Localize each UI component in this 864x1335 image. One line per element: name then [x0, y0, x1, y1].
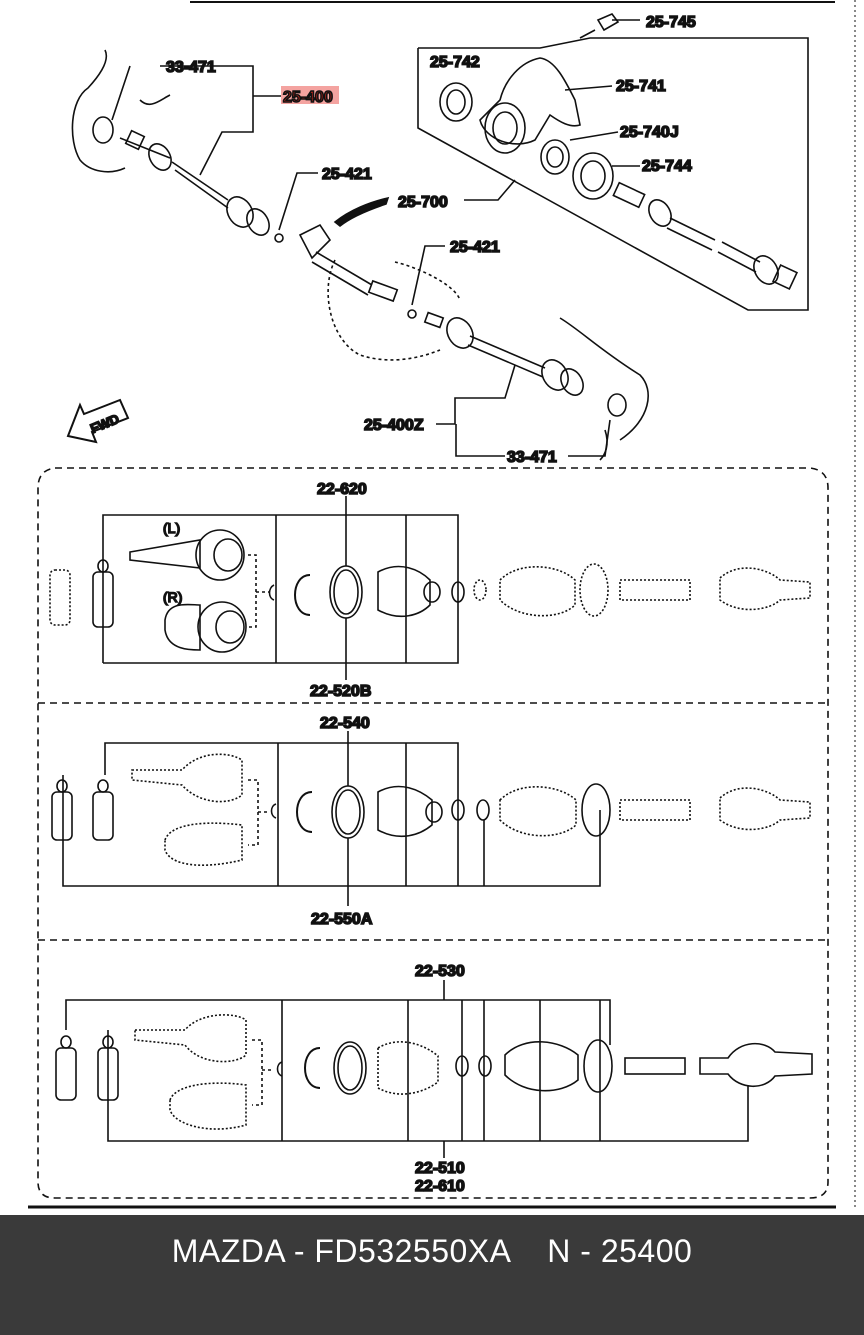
arrow-pointer: [333, 196, 390, 228]
detail-frame: [37, 467, 829, 1199]
fwd-label: FWD: [88, 411, 121, 436]
panel1-top-label: 22-620: [317, 481, 367, 498]
label-cap-seal: 25-742: [430, 54, 480, 71]
panel-3: [55, 980, 813, 1158]
clip-left-ring: [274, 233, 284, 243]
label-bracket: 25-741: [616, 78, 666, 95]
label-shaft-right: 25-400Z: [364, 417, 424, 434]
panel2-bottom-label: 22-550A: [311, 911, 373, 928]
panel1-right-side: (R): [163, 589, 182, 605]
label-dust-seal: 25-744: [642, 158, 692, 175]
footer-bar: MAZDA - FD532550XA N - 25400: [0, 1215, 864, 1335]
fwd-arrow: FWD: [66, 398, 130, 444]
panel3-top-label: 22-530: [415, 963, 465, 980]
panel1-left-side: (L): [163, 520, 180, 536]
center-joint: [298, 223, 461, 361]
label-bolt: 25-745: [646, 14, 696, 31]
footer-part-number: MAZDA - FD532550XA N - 25400: [171, 1233, 693, 1269]
panel-2: [51, 731, 811, 906]
panel2-top-label: 22-540: [320, 715, 370, 732]
left-hub: [71, 49, 171, 173]
panel-1: [49, 496, 811, 680]
parts-diagram: FWD: [28, 0, 856, 1210]
label-hub-seal-right: 33-471: [507, 449, 557, 466]
right-drive-shaft: [423, 311, 649, 461]
label-hub-seal-left: 33-471: [166, 59, 216, 76]
label-clip-right: 25-421: [450, 239, 500, 256]
clip-right-ring: [407, 309, 417, 319]
left-drive-shaft: [119, 129, 270, 236]
panel1-bottom-label: 22-520B: [310, 683, 371, 700]
panel3-bottom-label-a: 22-510: [415, 1160, 465, 1177]
label-clip-left: 25-421: [322, 166, 372, 183]
label-assembly-right: 25-700: [398, 194, 448, 211]
label-shaft-left[interactable]: 25-400: [282, 88, 334, 107]
panel3-bottom-label-b: 22-610: [415, 1178, 465, 1195]
label-bearing: 25-740J: [620, 124, 679, 141]
sub-assembly-25-700: [417, 13, 809, 311]
